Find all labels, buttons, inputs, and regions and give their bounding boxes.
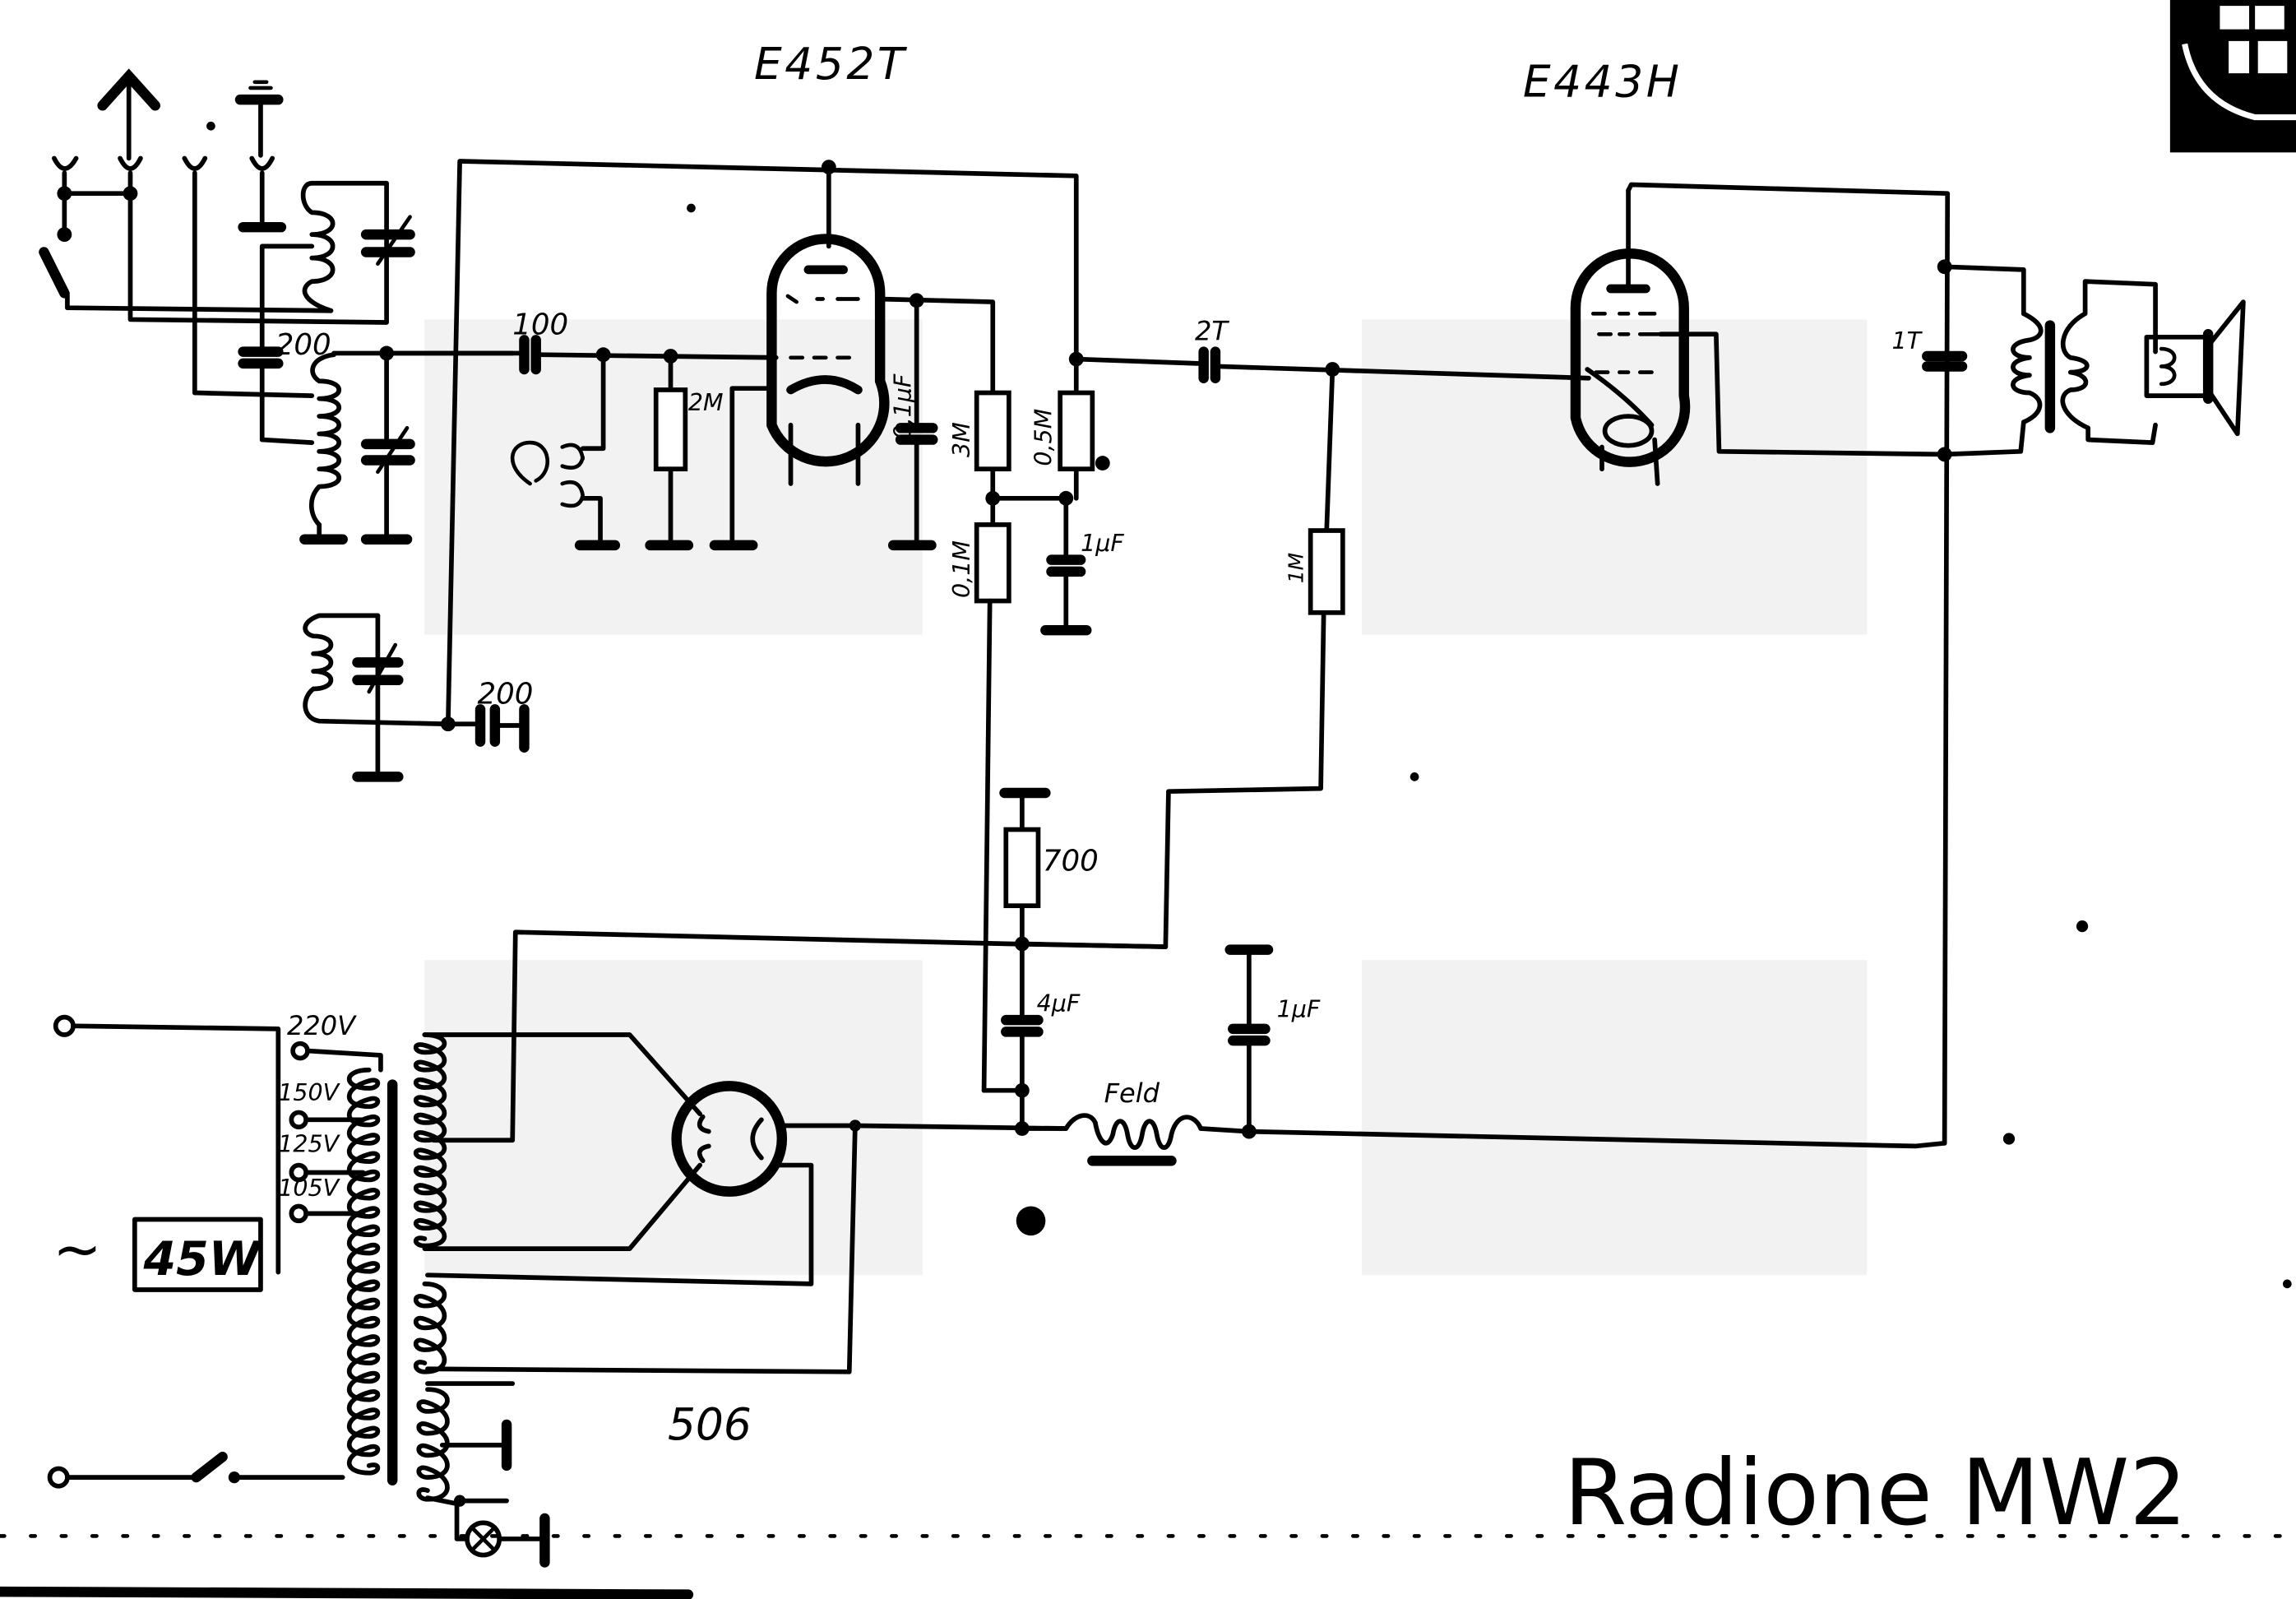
tuning-capacitor-2 — [360, 349, 415, 545]
rectifier-tube-506 — [671, 1081, 861, 1197]
pickup-jack — [510, 352, 621, 551]
label-c-screen: 0,1μF — [890, 373, 917, 439]
label-tube-v1: E452T — [754, 38, 908, 90]
capacitor-200-reaction — [440, 704, 530, 753]
capacitor-0-1uf-screen — [887, 298, 938, 551]
loudspeaker-icon — [2144, 299, 2246, 437]
mains-terminals — [47, 1014, 281, 1489]
grid-coil — [192, 352, 348, 545]
hv-winding-lead-2 — [422, 1162, 702, 1251]
antenna-coil — [259, 180, 336, 313]
rectifier-heater — [425, 1162, 814, 1286]
label-c-out: 1T — [1892, 327, 1923, 355]
label-r-grid: 2M — [688, 389, 724, 416]
label-power: 45W — [143, 1232, 263, 1286]
label-tap-125: 125V — [278, 1131, 340, 1158]
tube-e443h — [1570, 188, 1691, 486]
power-symbol: ~ — [53, 1215, 102, 1283]
capacitor-4uf — [1001, 941, 1044, 1131]
capacitor-200-antenna — [238, 308, 284, 443]
resistor-2m — [645, 354, 694, 551]
screen-lead-v2 — [1658, 331, 1947, 457]
capacitor-100-grid — [384, 335, 779, 375]
power-rating-box — [132, 1217, 263, 1292]
schematic-title: Radione MW2 — [1564, 1440, 2187, 1546]
resistor-0-5m — [1058, 356, 1095, 501]
resistor-1m — [1020, 367, 1345, 949]
label-c-decouple: 1μF — [1081, 530, 1124, 557]
cathode-lead-v1 — [729, 386, 773, 548]
label-c-react: 200 — [477, 677, 533, 711]
label-tap-220: 220V — [287, 1010, 357, 1041]
capacitor-2t-coupling — [1073, 346, 1591, 383]
label-r-screen: 3M — [948, 422, 975, 457]
page-border-bottom — [0, 1586, 694, 1599]
pilot-lamp-icon — [425, 1495, 550, 1568]
label-c-grid: 100 — [512, 308, 568, 341]
label-choke: Feld — [1104, 1078, 1160, 1109]
capacitor-1t-output — [1922, 350, 1968, 372]
label-tap-105: 105V — [278, 1175, 340, 1202]
tuning-capacitor-1 — [360, 215, 415, 266]
label-c-filter2: 1μF — [1277, 996, 1321, 1023]
capacitor-1uf-decouple — [1040, 495, 1092, 636]
label-tube-v2: E443H — [1523, 56, 1683, 108]
watermark — [424, 319, 1868, 1276]
label-r-grid2: 1M — [1285, 553, 1308, 583]
capacitor-1uf-filter — [1224, 944, 1274, 1139]
label-r-bias: 700 — [1043, 844, 1099, 878]
label-tap-150: 150V — [278, 1079, 340, 1106]
resistor-700 — [999, 787, 1051, 947]
resistor-0-1m — [974, 495, 1011, 1093]
publisher-logo — [2169, 0, 2296, 153]
antenna-wiring — [39, 180, 389, 325]
output-transformer — [1942, 264, 2158, 457]
label-c-filter1: 4μF — [1037, 990, 1081, 1017]
antenna-symbol — [97, 68, 160, 161]
field-coil-choke — [1020, 1113, 1250, 1166]
plate-rail-v2 — [1626, 182, 1951, 1146]
reaction-coil — [303, 613, 451, 782]
mains-switch — [191, 1451, 345, 1484]
tube-e452t — [766, 234, 890, 486]
hv-winding-lead — [422, 1032, 702, 1117]
label-rectifier: 506 — [668, 1398, 752, 1450]
rectifier-heater-2 — [425, 1123, 858, 1374]
mains-transformer — [346, 1032, 450, 1502]
label-r-plate: 0,5M — [1030, 409, 1057, 466]
plate-rail-v1 — [446, 159, 1079, 727]
hv-centre-tap — [431, 929, 1169, 1143]
input-sockets — [52, 121, 275, 396]
label-c-coupling: 2T — [1195, 315, 1229, 346]
b-plus-line — [1245, 1129, 1947, 1149]
earth-symbol — [234, 80, 284, 158]
resistor-3m — [974, 390, 1011, 501]
print-specks — [687, 203, 2292, 1289]
label-r-div: 0,1M — [948, 540, 975, 598]
